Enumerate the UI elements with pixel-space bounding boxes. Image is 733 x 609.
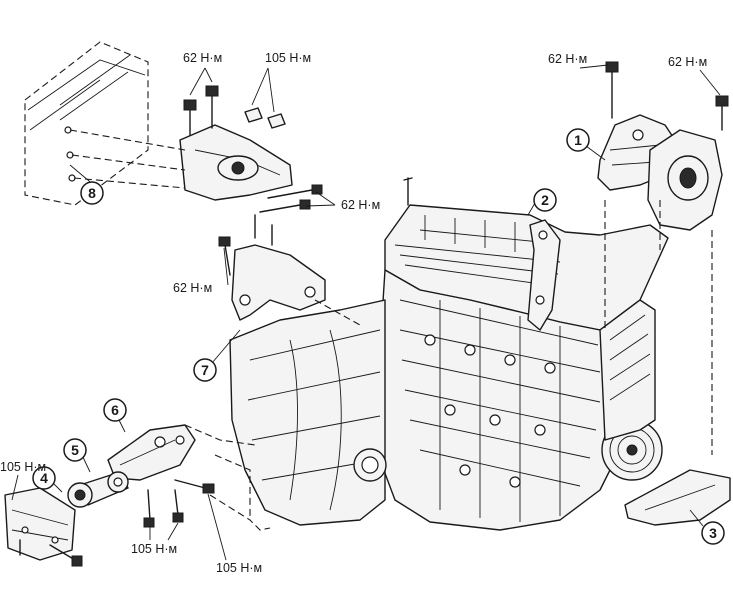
svg-text:5: 5 — [71, 442, 79, 458]
left-frame-rail — [24, 41, 149, 206]
callout-3: 3 — [701, 521, 725, 545]
svg-text:3: 3 — [709, 525, 717, 541]
torque-label: 62 Н·м — [173, 281, 212, 295]
engine-block — [229, 177, 669, 531]
callout-7: 7 — [193, 358, 217, 382]
torque-label: 62 Н·м — [548, 52, 587, 66]
svg-text:2: 2 — [541, 192, 549, 208]
svg-text:6: 6 — [111, 402, 119, 418]
leader-lines — [11, 64, 721, 561]
callout-2: 2 — [533, 188, 557, 212]
transmission-mount-upper-left — [69, 85, 323, 213]
svg-text:8: 8 — [88, 185, 96, 201]
callout-6: 6 — [103, 398, 127, 422]
torque-label: 105 Н·м — [265, 51, 311, 65]
callout-1: 1 — [566, 128, 590, 152]
torque-label: 62 Н·м — [668, 55, 707, 69]
upper-engine-bracket — [527, 219, 561, 331]
svg-text:4: 4 — [40, 470, 48, 486]
torque-label: 105 Н·м — [0, 460, 46, 474]
svg-text:7: 7 — [201, 362, 209, 378]
torque-label: 105 Н·м — [131, 542, 177, 556]
torque-label: 62 Н·м — [183, 51, 222, 65]
right-engine-mount — [604, 95, 731, 526]
callout-8: 8 — [80, 181, 104, 205]
lower-torque-rod-assembly — [4, 424, 271, 567]
svg-text:1: 1 — [574, 132, 582, 148]
rear-transmission-bracket — [218, 214, 361, 326]
torque-label: 105 Н·м — [216, 561, 262, 575]
callout-4: 4 — [32, 466, 56, 490]
torque-label: 62 Н·м — [341, 198, 380, 212]
callout-5: 5 — [63, 438, 87, 462]
